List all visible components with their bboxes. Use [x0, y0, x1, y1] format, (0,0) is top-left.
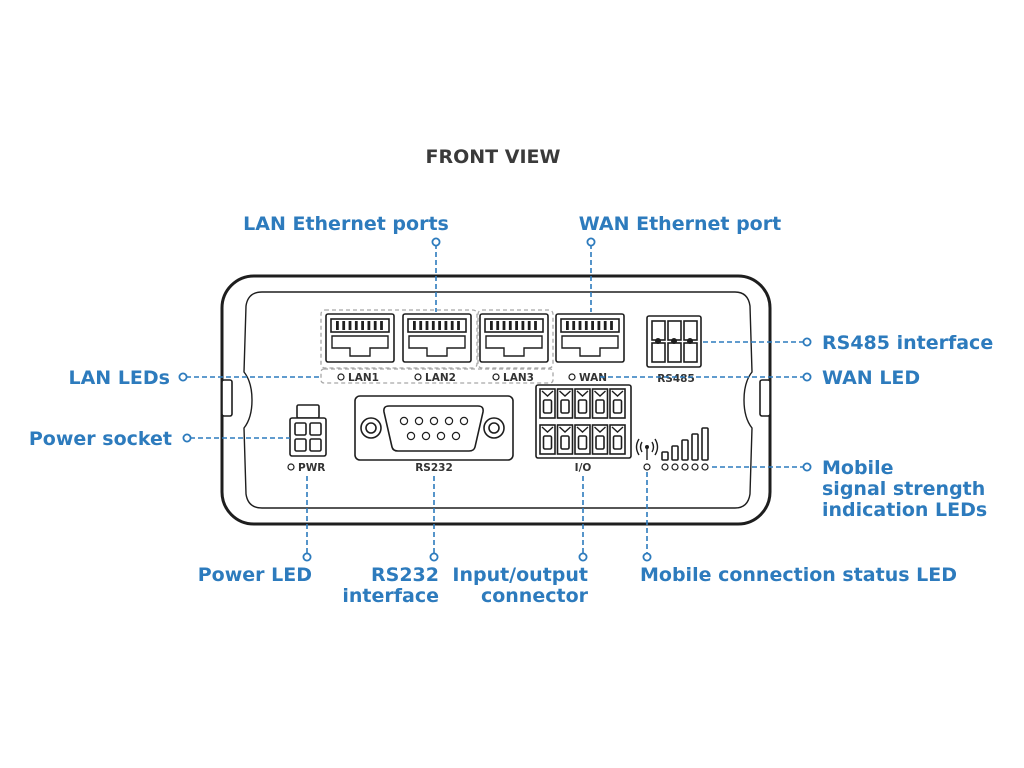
wan-port[interactable] [555, 313, 625, 363]
wan-led-callout: WAN LED [822, 367, 920, 389]
signal-bars [661, 427, 709, 461]
lan2-led [414, 373, 422, 381]
lan2-label: LAN2 [425, 372, 456, 384]
mobile-signal-callout-line1: Mobile [822, 457, 893, 479]
antenna-icon [635, 438, 659, 460]
power-socket-callout: Power socket [29, 428, 172, 450]
callout-leaders [178, 237, 812, 562]
lan-leds-callout: LAN LEDs [69, 367, 171, 389]
lan-leds-group-box [320, 368, 554, 384]
lan3-label: LAN3 [503, 372, 534, 384]
lan-ethernet-ports-callout: LAN Ethernet ports [243, 213, 449, 235]
lan3-group-box [477, 309, 554, 369]
wan-led [568, 373, 576, 381]
rs232-callout-line2: interface [342, 585, 439, 607]
lan2-port[interactable] [402, 313, 472, 363]
diagram-title: FRONT VIEW [426, 146, 561, 168]
io-callout-line2: connector [481, 585, 589, 607]
lan3-port[interactable] [479, 313, 549, 363]
rs485-connector[interactable] [646, 315, 702, 368]
lan1-port[interactable] [325, 313, 395, 363]
mobile-status-led [643, 463, 651, 471]
pwr-label: PWR [298, 462, 325, 474]
lan1-label: LAN1 [348, 372, 379, 384]
rs485-interface-callout: RS485 interface [822, 332, 993, 354]
mobile-signal-callout-line3: indication LEDs [822, 499, 987, 521]
lan1-led [337, 373, 345, 381]
power-socket[interactable] [289, 404, 327, 457]
rs232-label: RS232 [415, 462, 453, 474]
rs232-connector[interactable] [354, 395, 514, 461]
lan-group-box [320, 309, 478, 369]
lan3-led [492, 373, 500, 381]
power-led-callout: Power LED [198, 564, 312, 586]
wan-ethernet-port-callout: WAN Ethernet port [579, 213, 781, 235]
mobile-signal-callout-line2: signal strength [822, 478, 985, 500]
pwr-led [287, 463, 295, 471]
wan-label: WAN [579, 372, 607, 384]
rs485-label: RS485 [657, 373, 695, 385]
io-connector[interactable] [535, 384, 632, 459]
rs232-callout-line1: RS232 [371, 564, 439, 586]
io-callout-line1: Input/output [452, 564, 588, 586]
io-label: I/O [575, 462, 592, 474]
signal-strength-leds [661, 463, 709, 471]
mobile-status-led-callout: Mobile connection status LED [640, 564, 957, 586]
